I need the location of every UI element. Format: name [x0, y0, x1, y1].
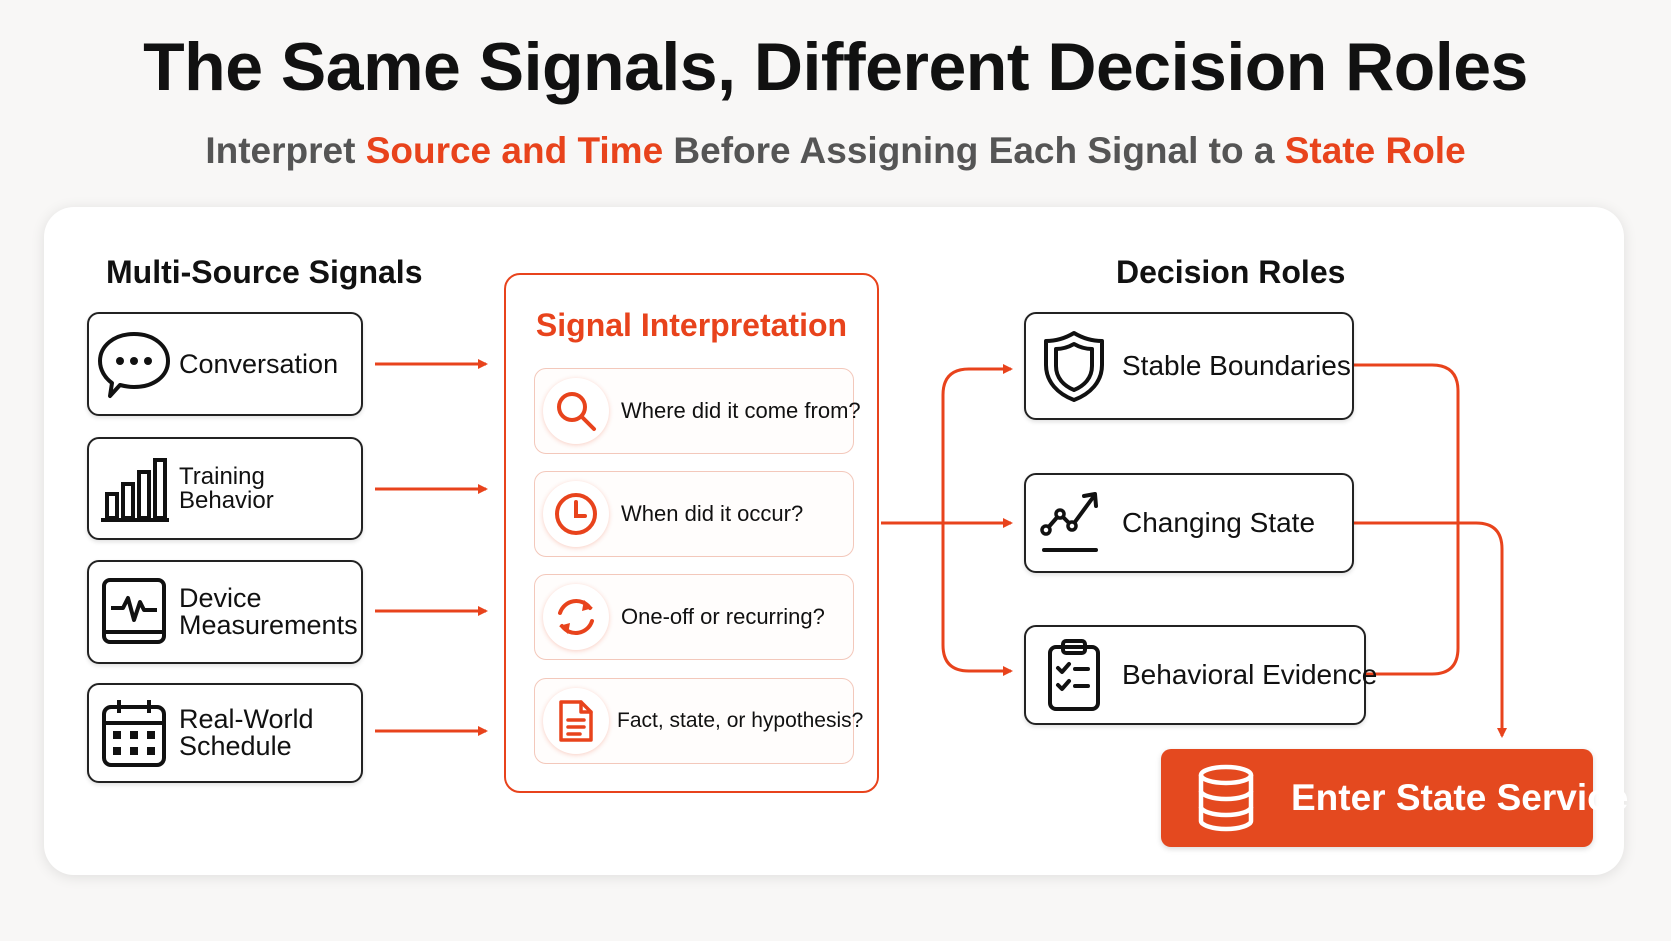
- role-behavioral-evidence[interactable]: Behavioral Evidence: [1024, 625, 1377, 725]
- refresh-icon: [543, 584, 609, 650]
- magnifier-icon: [543, 378, 609, 444]
- source-conversation[interactable]: Conversation: [87, 312, 363, 416]
- page-subtitle: Interpret Source and Time Before Assigni…: [0, 130, 1671, 172]
- question-source[interactable]: Where did it come from?: [534, 368, 861, 454]
- trend-line-icon: [1026, 488, 1122, 558]
- shield-icon: [1026, 329, 1122, 403]
- calendar-icon: [89, 697, 179, 769]
- role-label: Stable Boundaries: [1122, 350, 1351, 381]
- source-label: Conversation: [179, 348, 339, 379]
- clock-icon: [543, 481, 609, 547]
- question-text: Where did it come from?: [621, 398, 861, 423]
- database-icon: [1161, 763, 1291, 833]
- role-changing-state[interactable]: Changing State: [1024, 473, 1354, 573]
- sources-heading: Multi-Source Signals: [106, 254, 423, 290]
- interpretation-title: Signal Interpretation: [535, 307, 848, 343]
- role-label: Changing State: [1122, 507, 1316, 538]
- heart-monitor-icon: [89, 576, 179, 648]
- chat-bubble-icon: [89, 328, 179, 400]
- arrow-to-stable-boundaries: [941, 364, 1013, 523]
- source-training-behavior[interactable]: Training Behavior: [87, 437, 363, 540]
- arrow-to-behavioral-evidence: [941, 523, 1013, 676]
- question-time[interactable]: When did it occur?: [534, 471, 854, 557]
- enter-state-service-button[interactable]: Enter State Service: [1161, 749, 1628, 847]
- question-classification[interactable]: Fact, state, or hypothesis?: [534, 678, 863, 764]
- clipboard-checklist-icon: [1026, 637, 1122, 713]
- subtitle-highlight-source-time: Source and Time: [365, 130, 664, 171]
- page-title: The Same Signals, Different Decision Rol…: [143, 29, 1528, 105]
- source-label: Training Behavior: [179, 462, 274, 514]
- question-text: Fact, state, or hypothesis?: [617, 709, 864, 732]
- bar-chart-icon: [89, 454, 179, 524]
- enter-state-service-label: Enter State Service: [1291, 777, 1629, 818]
- roles-heading: Decision Roles: [1116, 254, 1346, 290]
- question-text: One-off or recurring?: [621, 604, 825, 629]
- question-text: When did it occur?: [621, 501, 804, 526]
- signal-interpretation-panel: Signal Interpretation Where did it come …: [504, 273, 879, 793]
- role-label: Behavioral Evidence: [1122, 659, 1378, 690]
- subtitle-highlight-state-role: State Role: [1284, 130, 1466, 171]
- arrow-to-state-service: [1354, 521, 1507, 738]
- subtitle-text-1: Interpret: [205, 130, 366, 171]
- question-recurrence[interactable]: One-off or recurring?: [534, 574, 854, 660]
- subtitle-text-2: Before Assigning Each Signal to a: [663, 130, 1285, 171]
- merge-line-stable: [1354, 363, 1460, 676]
- document-icon: [543, 688, 609, 754]
- role-stable-boundaries[interactable]: Stable Boundaries: [1024, 312, 1354, 420]
